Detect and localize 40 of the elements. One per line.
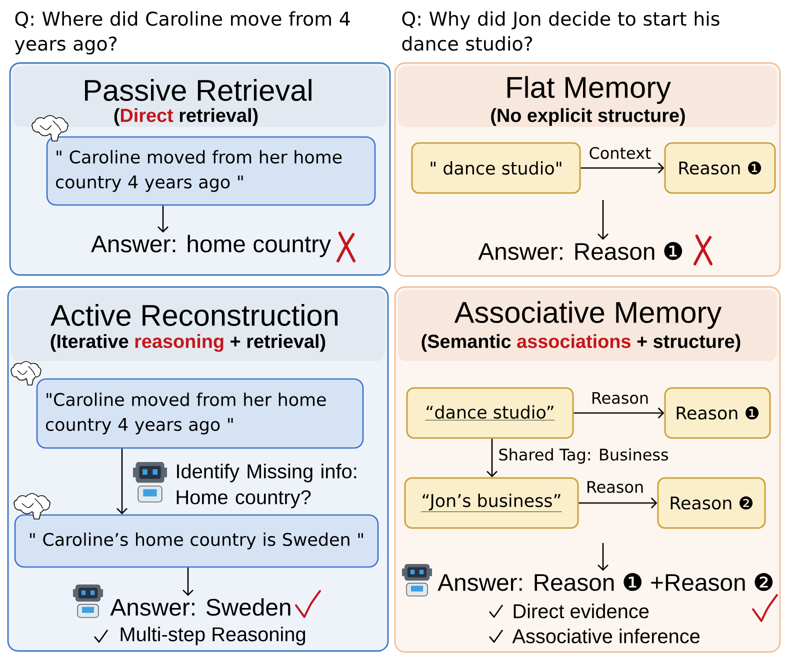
- panel-title: Associative Memory: [454, 301, 722, 329]
- question-text: Q: Where did Caroline move from 4 years ago?: [14, 11, 350, 54]
- panel-title: Flat Memory: [507, 76, 671, 104]
- arrow: [158, 206, 168, 233]
- note-text: Multi-step Reasoning: [120, 626, 306, 646]
- question-text: Q: Why did Jon decide to start his dance studio?: [402, 11, 720, 51]
- answer-text: Answer: Reason ❶: [478, 242, 682, 260]
- arrow: [598, 543, 608, 571]
- arrow: [578, 498, 658, 508]
- panel-subtitle: (Direct retrieval): [114, 108, 258, 126]
- arrow: [116, 448, 128, 514]
- panel-title: Passive Retrieval: [85, 79, 312, 101]
- panel-subtitle: (Semantic associations + structure): [422, 334, 740, 352]
- edge-label: Context: [590, 146, 651, 160]
- quote-box: " Caroline’s home country is Sweden ": [14, 514, 379, 568]
- text-box: Reason ❶: [664, 142, 776, 194]
- edge-label: Reason: [592, 392, 648, 404]
- quote-box: " Caroline moved from her home country 4 years ago ": [46, 136, 376, 206]
- edge-label: Reason: [588, 481, 643, 493]
- text-box: " dance studio": [411, 142, 581, 194]
- text-box: “dance studio”: [406, 387, 574, 439]
- answer-text: Answer: home country: [91, 234, 331, 258]
- arrow: [580, 162, 664, 174]
- arrow: [486, 438, 498, 478]
- edge-label: Shared Tag: Business: [499, 448, 668, 464]
- arrow: [182, 568, 194, 596]
- note-text: Direct evidence: [514, 604, 649, 618]
- panel-title: Active Reconstruction: [50, 304, 338, 326]
- answer-text: Answer: Sweden: [110, 598, 290, 616]
- edge-label: Identify Missing info: Home country?: [176, 464, 356, 508]
- answer-text: Answer: Reason ❶ +Reason ❷: [438, 573, 773, 591]
- panel-subtitle: (Iterative reasoning + retrieval): [50, 334, 326, 352]
- arrow: [598, 200, 608, 240]
- arrow: [574, 408, 664, 418]
- quote-box: "Caroline moved from her home country 4 years ago ": [36, 378, 364, 449]
- text-box: Reason ❶: [664, 387, 771, 439]
- text-box: “Jon’s business”: [404, 477, 579, 529]
- panel-subtitle: (No explicit structure): [491, 108, 685, 126]
- note-text: Associative inference: [512, 628, 700, 644]
- text-box: Reason ❷: [657, 477, 766, 529]
